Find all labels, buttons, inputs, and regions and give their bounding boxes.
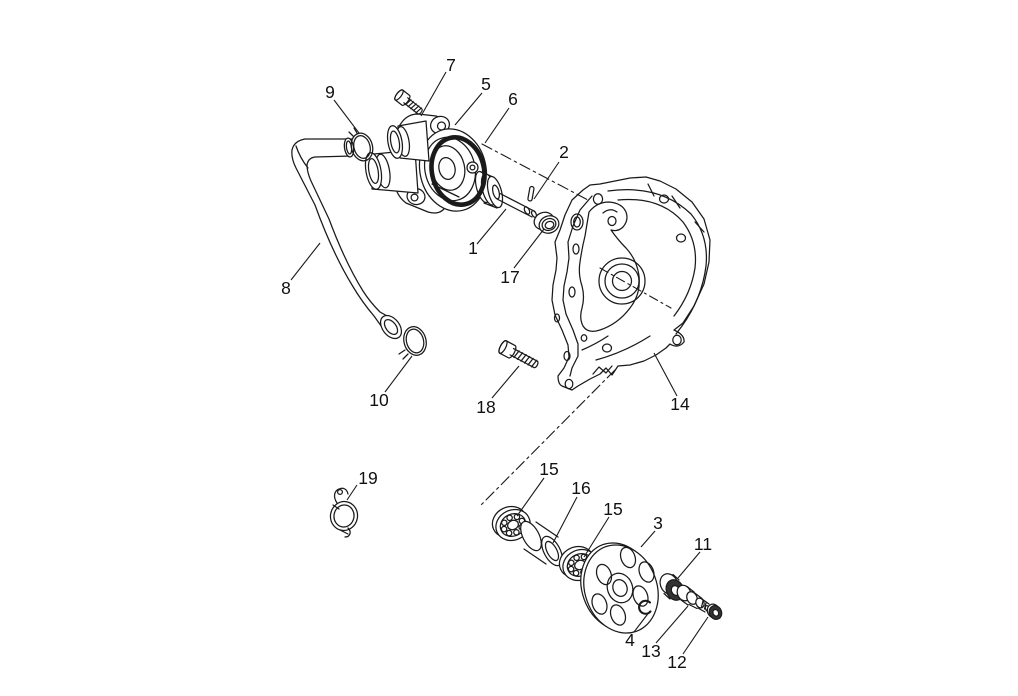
- part-2-pin: [527, 185, 535, 202]
- leader-15b: [583, 516, 610, 558]
- center-boss-outer: [598, 257, 646, 305]
- part-8-hose: [291, 137, 403, 340]
- leader-13: [655, 605, 689, 644]
- part-12-washer: [706, 603, 723, 620]
- part-6-o-ring: [429, 135, 487, 207]
- part-7-bolt: [394, 89, 423, 115]
- leader-3: [640, 530, 656, 548]
- callout-15a: 15: [539, 459, 558, 479]
- part-14-crankcase-cover: [551, 176, 711, 391]
- callout-4: 4: [625, 630, 635, 650]
- callout-9: 9: [325, 82, 335, 102]
- callout-14: 14: [670, 394, 690, 414]
- part-10-hose-clamp: [398, 326, 427, 360]
- bolt-hole: [592, 193, 604, 205]
- leader-14: [653, 352, 678, 397]
- leader-16: [552, 496, 578, 544]
- part-18-bolt: [498, 340, 539, 369]
- shaft-axis-centerline: [481, 143, 589, 201]
- center-boss-hole: [611, 270, 633, 292]
- callout-12: 12: [667, 652, 686, 672]
- part-16-spacer: [520, 520, 563, 567]
- callout-19: 19: [358, 468, 377, 488]
- callout-5: 5: [481, 74, 491, 94]
- leader-6: [484, 107, 510, 144]
- callout-2: 2: [559, 142, 569, 162]
- part-17-oil-seal: [533, 211, 560, 234]
- callout-10: 10: [369, 390, 389, 410]
- callout-8: 8: [281, 278, 291, 298]
- callout-15b: 15: [603, 499, 622, 519]
- leader-11: [677, 551, 701, 579]
- part-19-spring-clamp: [329, 487, 359, 538]
- callout-18: 18: [476, 397, 495, 417]
- hose-end-opening: [379, 314, 403, 340]
- leader-1: [476, 208, 507, 245]
- gasket-flange-line: [562, 195, 593, 377]
- part-13-joint-bolt: [676, 584, 711, 613]
- part-9-hose-clamp: [348, 127, 374, 162]
- callout-11: 11: [694, 534, 712, 554]
- leader-19: [346, 484, 358, 501]
- callout-13: 13: [641, 641, 660, 661]
- callout-labels: 7 9 5 6 2 1 17 8 10 18 14 19 15 16 15 3 …: [281, 55, 712, 672]
- leader-7: [420, 71, 447, 117]
- bearing-axis-centerline: [478, 369, 616, 508]
- leader-2: [533, 161, 560, 200]
- leader-12: [682, 616, 709, 655]
- leader-17: [513, 228, 545, 269]
- leader-lines: [290, 71, 709, 655]
- callout-6: 6: [508, 89, 518, 109]
- callout-7: 7: [446, 55, 456, 75]
- leader-8: [290, 242, 321, 281]
- callout-3: 3: [653, 513, 663, 533]
- leader-4: [633, 610, 651, 633]
- leader-5: [454, 92, 483, 126]
- callout-17: 17: [500, 267, 519, 287]
- part-4-circlip: [638, 599, 652, 615]
- pump-cavity: [578, 201, 640, 332]
- leader-10: [384, 355, 413, 393]
- boss-centerline: [599, 267, 672, 309]
- leader-9: [333, 99, 360, 134]
- leader-18: [491, 365, 520, 399]
- callout-1: 1: [468, 238, 478, 258]
- callout-16: 16: [571, 478, 590, 498]
- leader-15a: [516, 477, 545, 517]
